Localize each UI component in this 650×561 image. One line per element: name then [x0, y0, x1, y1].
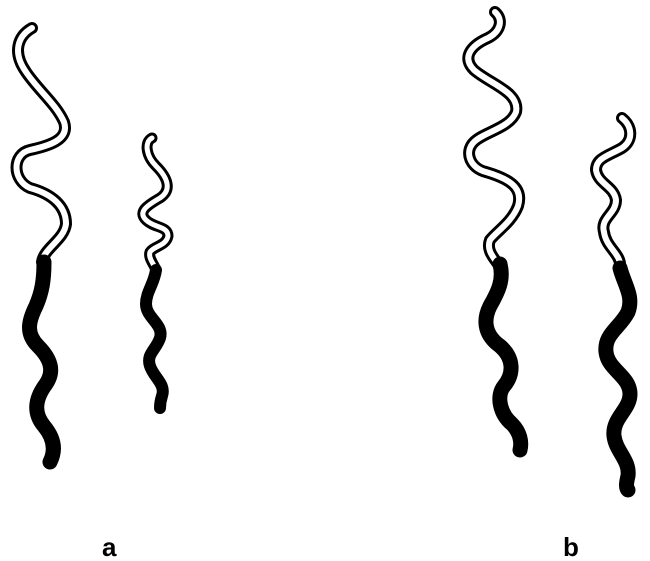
spermatozoon-a-right — [143, 138, 168, 408]
panel-label-a: a — [102, 532, 117, 561]
solid-segment — [146, 270, 163, 408]
panel-b: b — [468, 12, 630, 561]
solid-segment — [30, 262, 54, 462]
spermatozoon-b-left — [468, 12, 520, 450]
spermatozoon-a-left — [17, 28, 67, 462]
panel-a: a — [17, 28, 169, 561]
spermatozoon-b-right — [596, 118, 630, 490]
solid-segment — [486, 264, 521, 450]
panel-label-b: b — [563, 532, 579, 561]
solid-segment — [606, 268, 630, 490]
